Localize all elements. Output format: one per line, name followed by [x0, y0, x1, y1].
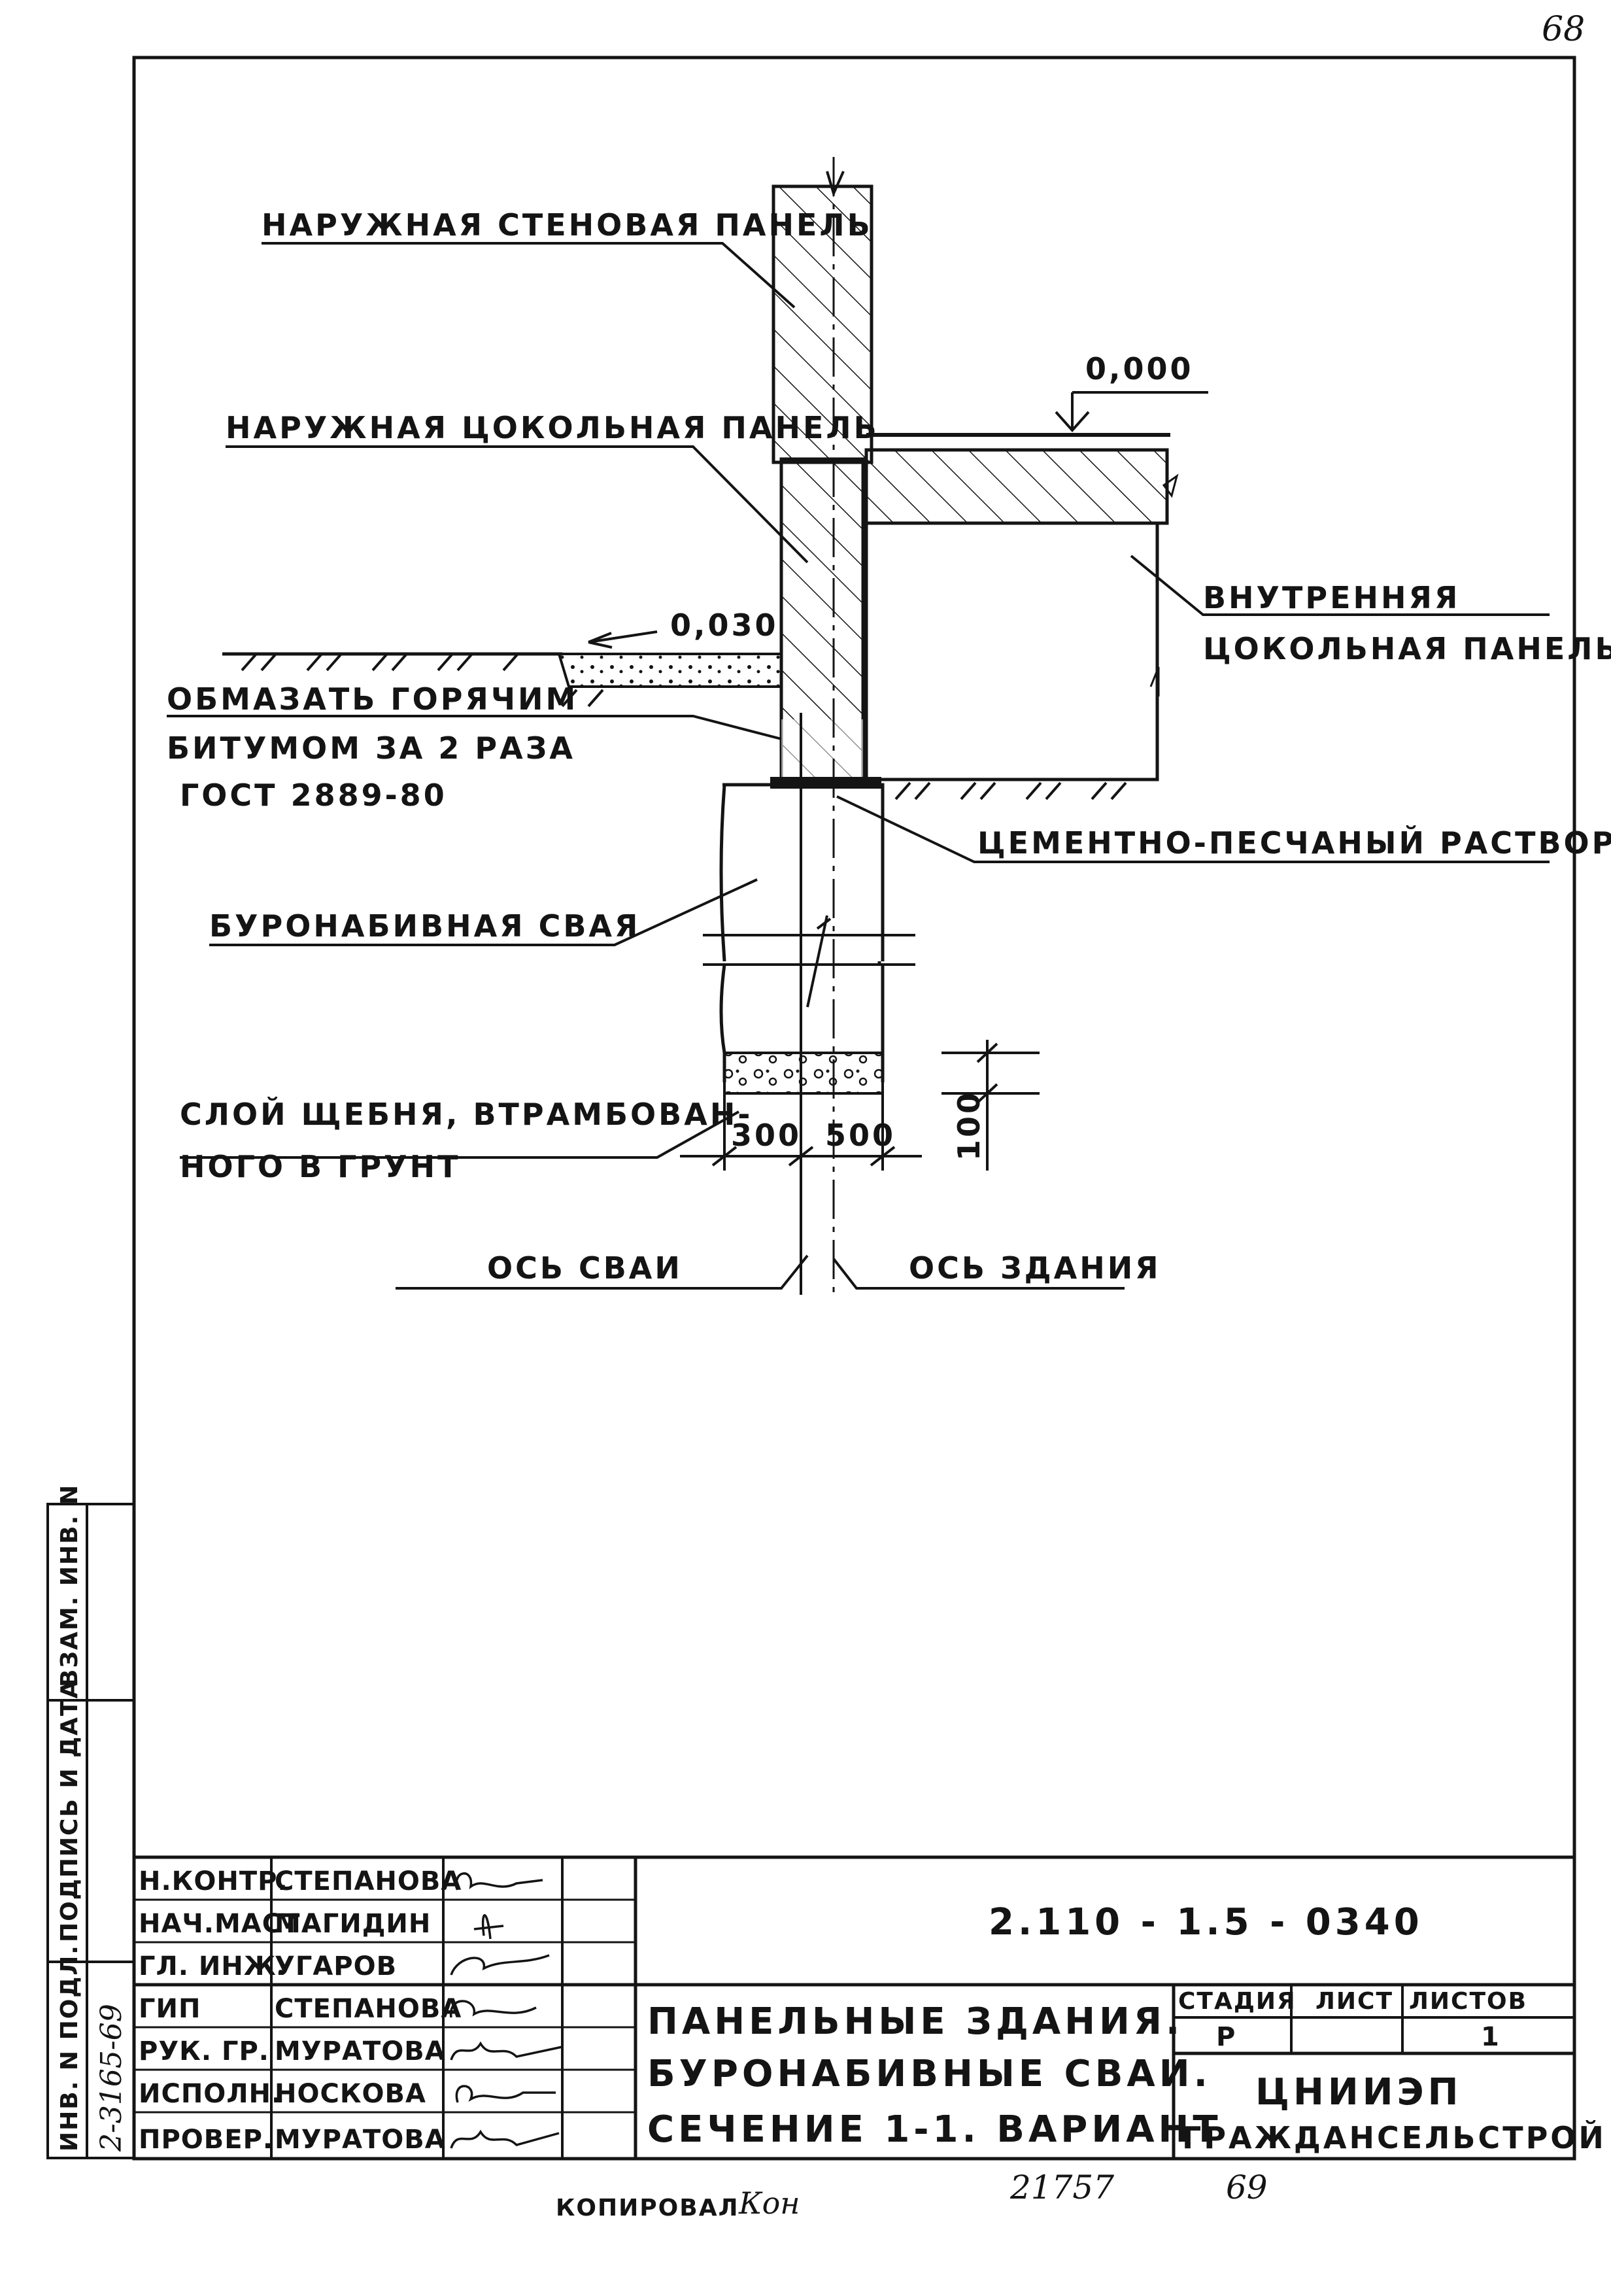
label-bitumen-2: БИТУМОМ ЗА 2 РАЗА: [167, 730, 575, 766]
label-bitumen-1: ОБМАЗАТЬ ГОРЯЧИМ: [167, 681, 578, 717]
role-gl-inzh: ГЛ. ИНЖ.: [139, 1951, 287, 1981]
drawing-labels: НАРУЖНАЯ СТЕНОВАЯ ПАНЕЛЬ 0,000 НАРУЖНАЯ …: [167, 207, 1611, 1286]
label-pile-axis: ОСЬ СВАИ: [487, 1250, 683, 1286]
title-block-roles: Н.КОНТР. СТЕПАНОВА НАЧ.МАСТ. МАГИДИН ГЛ.…: [139, 1866, 462, 2155]
bored-pile: [703, 777, 915, 1095]
sheet-header: ЛИСТ: [1315, 1988, 1393, 2015]
label-building-axis: ОСЬ ЗДАНИЯ: [909, 1250, 1161, 1286]
stamp-signature-date: ПОДПИСЬ И ДАТА: [56, 1679, 83, 1942]
axis-lines: [800, 157, 835, 1295]
leader-lines: [167, 242, 1550, 1290]
name-ruk-gr: МУРАТОВА: [275, 2036, 446, 2066]
role-prover: ПРОВЕР.: [139, 2125, 273, 2155]
order-number: 21757: [1009, 2168, 1114, 2206]
footer: КОПИРОВАЛ Кон 21757 69: [556, 2168, 1268, 2221]
stamp-vzam-inv: ВЗАМ. ИНВ. N: [56, 1484, 83, 1687]
section-drawing: НАРУЖНАЯ СТЕНОВАЯ ПАНЕЛЬ 0,000 НАРУЖНАЯ …: [167, 157, 1611, 1295]
org-line-1: ЦНИИЭП: [1255, 2071, 1463, 2114]
stage-value: Р: [1216, 2022, 1236, 2052]
label-gravel-2: НОГО В ГРУНТ: [180, 1149, 460, 1184]
role-ispoln: ИСПОЛН.: [139, 2079, 282, 2109]
name-nach-mast: МАГИДИН: [275, 1909, 431, 1939]
ground-line: [222, 652, 1127, 800]
level-mark-ground: [588, 630, 658, 649]
org-line-2: ГРАЖДАНСЕЛЬСТРОЙ: [1182, 2120, 1606, 2155]
dimension-500: 500: [825, 1118, 896, 1153]
title-line-2: БУРОНАБИВНЫЕ СВАИ.: [647, 2053, 1212, 2095]
format-number: 69: [1226, 2168, 1268, 2206]
role-ruk-gr: РУК. ГР.: [139, 2036, 269, 2066]
dimension-300: 300: [731, 1118, 802, 1153]
label-mortar: ЦЕМЕНТНО-ПЕСЧАНЫЙ РАСТВОР М 100: [977, 825, 1611, 861]
role-gip: ГИП: [139, 1994, 201, 2024]
name-gl-inzh: УГАРОВ: [275, 1951, 397, 1981]
stamp-inv-podl: ИНВ. N ПОДЛ.: [56, 1944, 83, 2151]
page-number: 68: [1542, 10, 1585, 49]
name-ispoln: НОСКОВА: [275, 2079, 426, 2109]
name-gip: СТЕПАНОВА: [275, 1994, 462, 2024]
sheets-header: ЛИСТОВ: [1409, 1988, 1527, 2015]
outer-plinth-panel: [779, 457, 865, 781]
dimension-lines: [680, 1040, 1040, 1171]
stage-header: СТАДИЯ: [1178, 1988, 1297, 2015]
signatures: [450, 1872, 563, 2149]
sheets-value: 1: [1481, 2022, 1500, 2052]
role-nach-mast: НАЧ.МАСТ.: [139, 1909, 311, 1939]
side-stamp: ВЗАМ. ИНВ. N ПОДПИСЬ И ДАТА ИНВ. N ПОДЛ.…: [46, 1484, 135, 2159]
label-inner-plinth-panel-2: ЦОКОЛЬНАЯ ПАНЕЛЬ: [1203, 631, 1611, 666]
inner-plinth-panel: [864, 523, 1160, 781]
copied-signature: Кон: [738, 2185, 800, 2221]
label-inner-plinth-panel-1: ВНУТРЕННЯЯ: [1203, 580, 1460, 615]
label-outer-wall-panel: НАРУЖНАЯ СТЕНОВАЯ ПАНЕЛЬ: [262, 207, 873, 243]
label-bitumen-3: ГОСТ 2889-80: [180, 778, 447, 813]
role-n-kontr: Н.КОНТР.: [139, 1866, 288, 1896]
document-code: 2.110 - 1.5 - 0340: [989, 1901, 1423, 1944]
label-outer-plinth-panel: НАРУЖНАЯ ЦОКОЛЬНАЯ ПАНЕЛЬ: [226, 410, 879, 445]
title-line-1: ПАНЕЛЬНЫЕ ЗДАНИЯ.: [647, 2000, 1183, 2043]
label-gravel-1: СЛОЙ ЩЕБНЯ, ВТРАМБОВАН-: [180, 1097, 753, 1132]
label-level-zero: 0,000: [1085, 351, 1194, 386]
name-prover: МУРАТОВА: [275, 2125, 446, 2155]
level-mark-zero: [1055, 391, 1208, 433]
title-line-3: СЕЧЕНИЕ 1-1. ВАРИАНТ: [647, 2108, 1222, 2151]
title-block: Н.КОНТР. СТЕПАНОВА НАЧ.МАСТ. МАГИДИН ГЛ.…: [134, 1855, 1606, 2158]
copied-label: КОПИРОВАЛ: [556, 2195, 739, 2221]
label-bored-pile: БУРОНАБИВНАЯ СВАЯ: [209, 908, 640, 944]
stamp-inv-number: 2-3165-69: [95, 2004, 128, 2152]
name-n-kontr: СТЕПАНОВА: [275, 1866, 462, 1896]
drawing-frame: [132, 56, 1576, 2161]
label-level-ground: 0,030: [670, 608, 779, 643]
floor-slab: [864, 433, 1179, 525]
dimension-100: 100: [951, 1090, 987, 1161]
